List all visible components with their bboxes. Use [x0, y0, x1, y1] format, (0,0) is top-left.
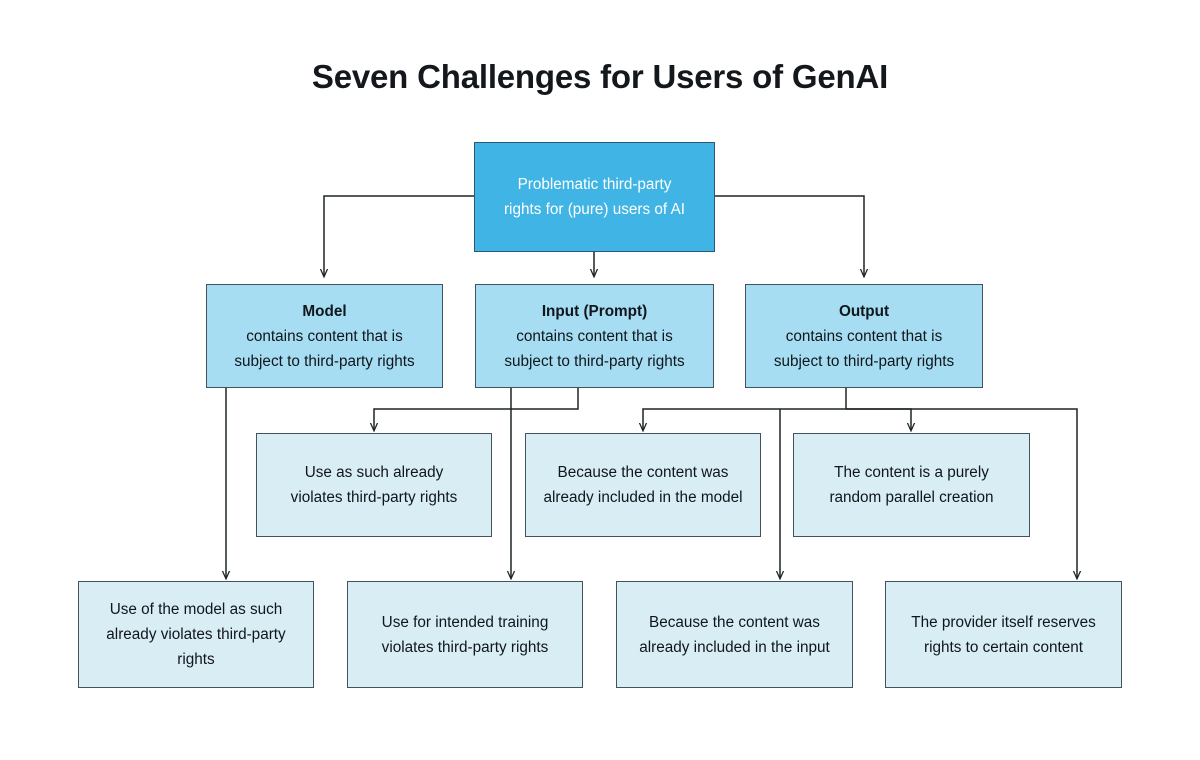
node-output-line-1: contains content that is [785, 327, 943, 345]
edge-input-useassuch [374, 388, 579, 430]
node-input-line-2: subject to third-party rights [504, 352, 685, 370]
node-provider-reserves-rights-line-1: The provider itself reserves [911, 613, 1096, 631]
node-included-in-model[interactable]: Because the content was already included… [525, 433, 761, 537]
node-use-of-model-as-such[interactable]: Use of the model as such already violate… [78, 581, 314, 688]
node-included-in-input-line-2: already included in the input [639, 638, 830, 656]
node-input-line-1: contains content that is [516, 327, 673, 345]
node-input-heading: Input (Prompt) [541, 302, 648, 320]
node-model-line-2: subject to third-party rights [234, 352, 415, 370]
node-model[interactable]: Model contains content that is subject t… [206, 284, 443, 388]
node-random-parallel-creation-line-2: random parallel creation [829, 489, 994, 506]
page-title: Seven Challenges for Users of GenAI [311, 58, 889, 95]
node-use-as-such-line-1: Use as such already [304, 464, 444, 481]
node-use-of-model-as-such-line-2: already violates third-party [106, 626, 286, 643]
node-use-of-model-as-such-line-1: Use of the model as such [109, 601, 283, 618]
edge-output-randomparallel [846, 408, 911, 430]
node-provider-reserves-rights-line-2: rights to certain content [923, 638, 1083, 656]
node-output-line-2: subject to third-party rights [773, 352, 955, 370]
node-use-as-such[interactable]: Use as such already violates third-party… [256, 433, 492, 537]
node-intended-training[interactable]: Use for intended training violates third… [347, 581, 583, 688]
node-output[interactable]: Output contains content that is subject … [745, 284, 983, 388]
node-intended-training-line-2: violates third-party rights [381, 638, 549, 656]
node-output-heading: Output [838, 302, 890, 320]
edge-root-output [715, 195, 864, 276]
node-root-line-1: Problematic third-party [517, 176, 672, 193]
node-included-in-input-line-1: Because the content was [649, 613, 820, 631]
node-random-parallel-creation-line-1: The content is a purely [834, 464, 989, 481]
node-model-heading: Model [302, 302, 347, 320]
node-input[interactable]: Input (Prompt) contains content that is … [475, 284, 714, 388]
node-use-as-such-line-2: violates third-party rights [290, 489, 458, 506]
node-root[interactable]: Problematic third-party rights for (pure… [474, 142, 715, 252]
edge-output-includedmodel [643, 388, 847, 430]
node-intended-training-line-1: Use for intended training [381, 613, 549, 631]
node-provider-reserves-rights[interactable]: The provider itself reserves rights to c… [885, 581, 1122, 688]
node-model-line-1: contains content that is [246, 327, 403, 345]
node-included-in-model-line-1: Because the content was [557, 464, 729, 481]
node-included-in-input[interactable]: Because the content was already included… [616, 581, 853, 688]
node-use-of-model-as-such-line-3: rights [177, 651, 215, 668]
node-random-parallel-creation[interactable]: The content is a purely random parallel … [793, 433, 1030, 537]
node-root-line-2: rights for (pure) users of AI [503, 201, 686, 218]
node-included-in-model-line-2: already included in the model [543, 489, 743, 506]
edge-root-model [324, 195, 474, 276]
